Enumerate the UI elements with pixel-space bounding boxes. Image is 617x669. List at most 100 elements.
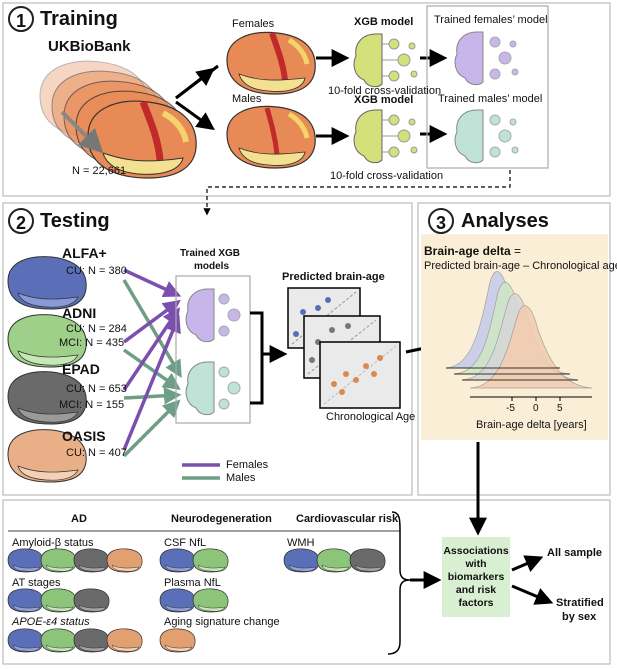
trained-xgb-label-1: Trained XGB [180, 248, 241, 259]
dashed-connector [203, 170, 511, 216]
step-badge-1: 1 [8, 6, 34, 32]
testing-male-model-icon [185, 361, 241, 416]
training-n: N = 22,661 [72, 165, 127, 177]
assoc-line-2: with [465, 558, 487, 570]
mini-brain-apoe-o [106, 628, 143, 653]
trained-males-label: Trained males’ model [438, 93, 543, 105]
associations-box [442, 537, 510, 617]
trained-females-label: Trained females’ model [434, 14, 548, 26]
stratified-label-1: Stratified [556, 597, 604, 609]
ad-item-apoe: APOE-ε4 status [12, 616, 90, 628]
mini-brain-wmh-e [349, 548, 386, 573]
ukbiobank-label: UKBioBank [48, 38, 131, 55]
testing-models-box [175, 275, 251, 424]
associations-label: Associations with biomarkers and risk fa… [442, 545, 510, 610]
xgb-model-label-m: XGB model [354, 94, 414, 106]
scatter-stack [287, 287, 401, 409]
arrow-all-sample [511, 555, 544, 572]
mini-brain-csf-nfl-a [159, 548, 196, 573]
tick-5: 5 [557, 403, 563, 414]
assoc-line-5: factors [458, 597, 494, 609]
mini-brain-plasma-nfl-a [159, 588, 196, 613]
neuro-item-aging: Aging signature change [164, 616, 280, 628]
training-title: Training [40, 8, 118, 30]
ukb-brain-stack [39, 60, 197, 179]
mini-brain-plasma-nfl-d [192, 588, 229, 613]
testing-title: Testing [40, 210, 110, 232]
arrow-stratified [511, 584, 554, 605]
alfa-brain [7, 256, 87, 310]
analyses-title: Analyses [461, 210, 549, 232]
trained-female-model-icon [454, 31, 519, 86]
ad-item-at: AT stages [12, 577, 61, 589]
mini-brain-at-stages-e [73, 588, 110, 613]
cohort-l1-alfa: CU: N = 380 [66, 265, 127, 277]
mini-brain-rows [7, 548, 386, 653]
neuro-item-plasma: Plasma NfL [164, 577, 221, 589]
ad-item-amyloid: Amyloid-β status [12, 537, 94, 549]
cohort-name-epad: EPAD [62, 361, 100, 377]
xgb-model-label-f: XGB model [354, 16, 414, 28]
cohort-l2-epad: MCI: N = 155 [59, 399, 125, 411]
neuro-item-csf: CSF NfL [164, 537, 207, 549]
delta-x-axis [470, 396, 592, 401]
legend-females: Females [226, 459, 269, 471]
cohort-l1-epad: CU: N = 653 [66, 383, 127, 395]
testing-female-model-icon [185, 288, 241, 343]
tick-0: 0 [533, 403, 539, 414]
stack-arrow [60, 110, 104, 154]
tick-minus5: -5 [506, 403, 515, 414]
cv-label-f: 10-fold cross-validation [328, 85, 442, 97]
mini-brain-apoe-d [40, 628, 77, 653]
models-bracket [250, 311, 264, 405]
delta-bold: Brain-age delta [424, 244, 511, 258]
biomarkers-panel [2, 499, 611, 665]
delta-formula: Predicted brain-age – Chronological age [424, 260, 617, 272]
oasis-brain [7, 429, 87, 483]
female-brain [226, 31, 316, 95]
mini-brain-wmh-a [283, 548, 320, 573]
cohort-l1-adni: CU: N = 284 [66, 323, 127, 335]
mini-brain-amyloid-a [7, 548, 44, 573]
arrow-to-males [175, 100, 215, 131]
mini-brain-wmh-d [316, 548, 353, 573]
trained-xgb-label-2: models [194, 261, 230, 272]
ad-header: AD [71, 513, 87, 525]
predicted-brain-age-label: Predicted brain-age [282, 271, 385, 283]
mini-brain-apoe-a [7, 628, 44, 653]
delta-axis-label: Brain-age delta [years] [476, 419, 587, 431]
adni-brain [7, 314, 87, 368]
epad-brain [7, 371, 87, 425]
density-ridges [445, 271, 593, 389]
females-label: Females [232, 18, 275, 30]
assoc-line-3: biomarkers [447, 571, 505, 583]
chronological-age-label: Chronological Age [326, 411, 416, 423]
cohort-name-alfa: ALFA+ [62, 245, 107, 261]
legend-males: Males [226, 472, 256, 484]
males-label: Males [232, 93, 262, 105]
delta-eq: = [510, 244, 522, 258]
cohort-l1-oasis: CU: N = 407 [66, 447, 127, 459]
xgb-model-icon-females [353, 33, 418, 88]
mini-brain-amyloid-o [106, 548, 143, 573]
cohort-name-adni: ADNI [62, 305, 97, 321]
mini-brain-aging-signature-o [159, 628, 196, 653]
delta-definition: Brain-age delta = [424, 245, 521, 257]
biomarkers-brace [387, 511, 411, 655]
xgb-model-icon-males [353, 109, 418, 164]
training-panel [2, 2, 611, 197]
cohort-name-oasis: OASIS [62, 428, 106, 444]
cohort-arrows [122, 268, 182, 458]
all-sample-label: All sample [547, 547, 603, 559]
mini-brain-at-stages-a [7, 588, 44, 613]
mini-brain-at-stages-d [40, 588, 77, 613]
trained-models-box [426, 5, 549, 169]
mini-brain-amyloid-d [40, 548, 77, 573]
trained-male-model-icon [454, 109, 519, 164]
mini-brain-amyloid-e [73, 548, 110, 573]
assoc-line-4: and risk [455, 584, 497, 596]
step-badge-3: 3 [428, 208, 454, 234]
step-badge-2: 2 [8, 208, 34, 234]
neuro-header: Neurodegeneration [171, 513, 272, 525]
